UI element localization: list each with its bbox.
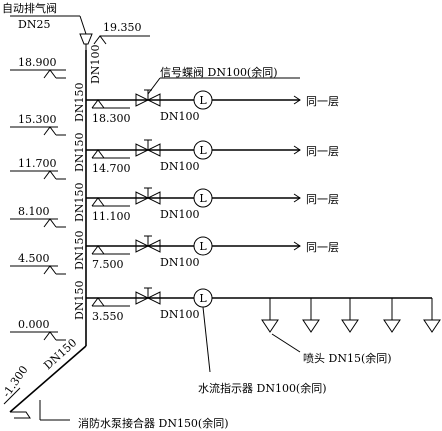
sprinkler-head-icon — [341, 298, 359, 333]
arrow-icon — [293, 145, 301, 155]
butterfly-valve-icon — [135, 89, 161, 107]
air-valve-leader — [79, 15, 87, 35]
riser-size-3: DN150 — [73, 183, 86, 222]
arrow-icon — [293, 95, 301, 105]
svg-text:L: L — [199, 292, 207, 305]
riser-size-1: DN150 — [73, 83, 86, 122]
ground-level: 0.000 — [10, 318, 66, 341]
sprinkler-head-icon — [423, 298, 441, 333]
floor-level-2: 15.300 14.700 L DN100 同一层 — [10, 113, 339, 175]
signal-valve-leader — [147, 77, 161, 95]
branch-elev-marker — [91, 99, 105, 109]
air-valve-label: 自动排气阀 — [2, 1, 57, 15]
underground-elevation-line — [3, 387, 21, 405]
branch-size: DN100 — [160, 160, 199, 173]
branch-elevation: 11.100 — [92, 210, 131, 223]
air-valve-icon — [79, 33, 93, 50]
top-elevation-marker — [93, 35, 107, 45]
destination-label: 同一层 — [306, 95, 339, 108]
flow-indicator-annotation: 水流指示器 DN100(余同) — [198, 381, 327, 395]
sprinkler-annotation: 喷头 DN15(余同) — [303, 351, 392, 365]
floor-level-4: 8.100 7.500 L DN100 同一层 — [10, 205, 339, 271]
pump-connector-icon — [10, 400, 70, 421]
branch-elevation: 7.500 — [92, 258, 124, 271]
floor-level-3: 11.700 11.100 L DN100 同一层 — [10, 157, 339, 223]
sprinkler-head-icon — [383, 298, 401, 333]
air-valve-size: DN25 — [18, 18, 50, 31]
pump-connector-annotation: 消防水泵接合器 DN150(余同) — [78, 416, 229, 430]
sprinkler-leader — [271, 333, 301, 353]
branch-elev-marker — [91, 297, 105, 307]
floor-level-1: 18.900 18.300 L DN100 同一层 — [10, 56, 339, 125]
butterfly-valve-icon — [135, 139, 161, 157]
flow-indicator-icon: L — [193, 288, 213, 308]
flow-indicator-leader — [202, 306, 211, 373]
floor-elevation: 11.700 — [18, 157, 57, 170]
floor-elevation: 4.500 — [18, 252, 50, 265]
butterfly-valve-icon — [135, 187, 161, 205]
svg-text:L: L — [199, 240, 207, 253]
underground-elevation: -1.300 — [0, 363, 31, 399]
branch-elev-marker — [91, 149, 105, 159]
riser-size-top: DN100 — [89, 45, 102, 84]
ground-elevation: 0.000 — [18, 318, 50, 331]
riser-size-4: DN150 — [73, 231, 86, 270]
arrow-icon — [293, 193, 301, 203]
branch-size: DN100 — [160, 110, 199, 123]
sprinkler-head-icon — [261, 298, 279, 333]
butterfly-valve-icon — [135, 287, 161, 305]
branch-elev-marker — [91, 197, 105, 207]
sprinkler-head-icon — [302, 298, 320, 333]
riser-pipe-diagonal — [9, 345, 87, 413]
riser-size-diagonal: DN150 — [41, 336, 79, 372]
branch-elevation: 18.300 — [92, 112, 131, 125]
branch-size: DN100 — [160, 208, 199, 221]
flow-indicator-icon: L — [193, 188, 213, 208]
flow-indicator-icon: L — [193, 236, 213, 256]
floor-elevation: 15.300 — [18, 113, 57, 126]
flow-indicator-icon: L — [193, 140, 213, 160]
floor-level-5: 4.500 3.550 L DN100 — [10, 252, 441, 333]
signal-valve-annotation: 信号蝶阀 DN100(余同) — [160, 65, 278, 79]
floor-elevation: 8.100 — [18, 205, 50, 218]
top-elevation: 19.350 — [103, 21, 142, 34]
destination-label: 同一层 — [306, 241, 339, 254]
branch-size: DN100 — [160, 308, 199, 321]
floor-elevation: 18.900 — [18, 56, 57, 69]
butterfly-valve-icon — [135, 235, 161, 253]
riser-size-5: DN150 — [73, 281, 86, 320]
branch-elevation: 14.700 — [92, 162, 131, 175]
riser-size-2: DN150 — [73, 133, 86, 172]
destination-label: 同一层 — [306, 145, 339, 158]
arrow-icon — [293, 241, 301, 251]
branch-size: DN100 — [160, 256, 199, 269]
svg-text:L: L — [199, 192, 207, 205]
branch-elev-marker — [91, 245, 105, 255]
flow-indicator-icon: L — [193, 90, 213, 110]
svg-text:L: L — [199, 94, 207, 107]
branch-elevation: 3.550 — [92, 310, 124, 323]
svg-text:L: L — [199, 144, 207, 157]
destination-label: 同一层 — [306, 193, 339, 206]
